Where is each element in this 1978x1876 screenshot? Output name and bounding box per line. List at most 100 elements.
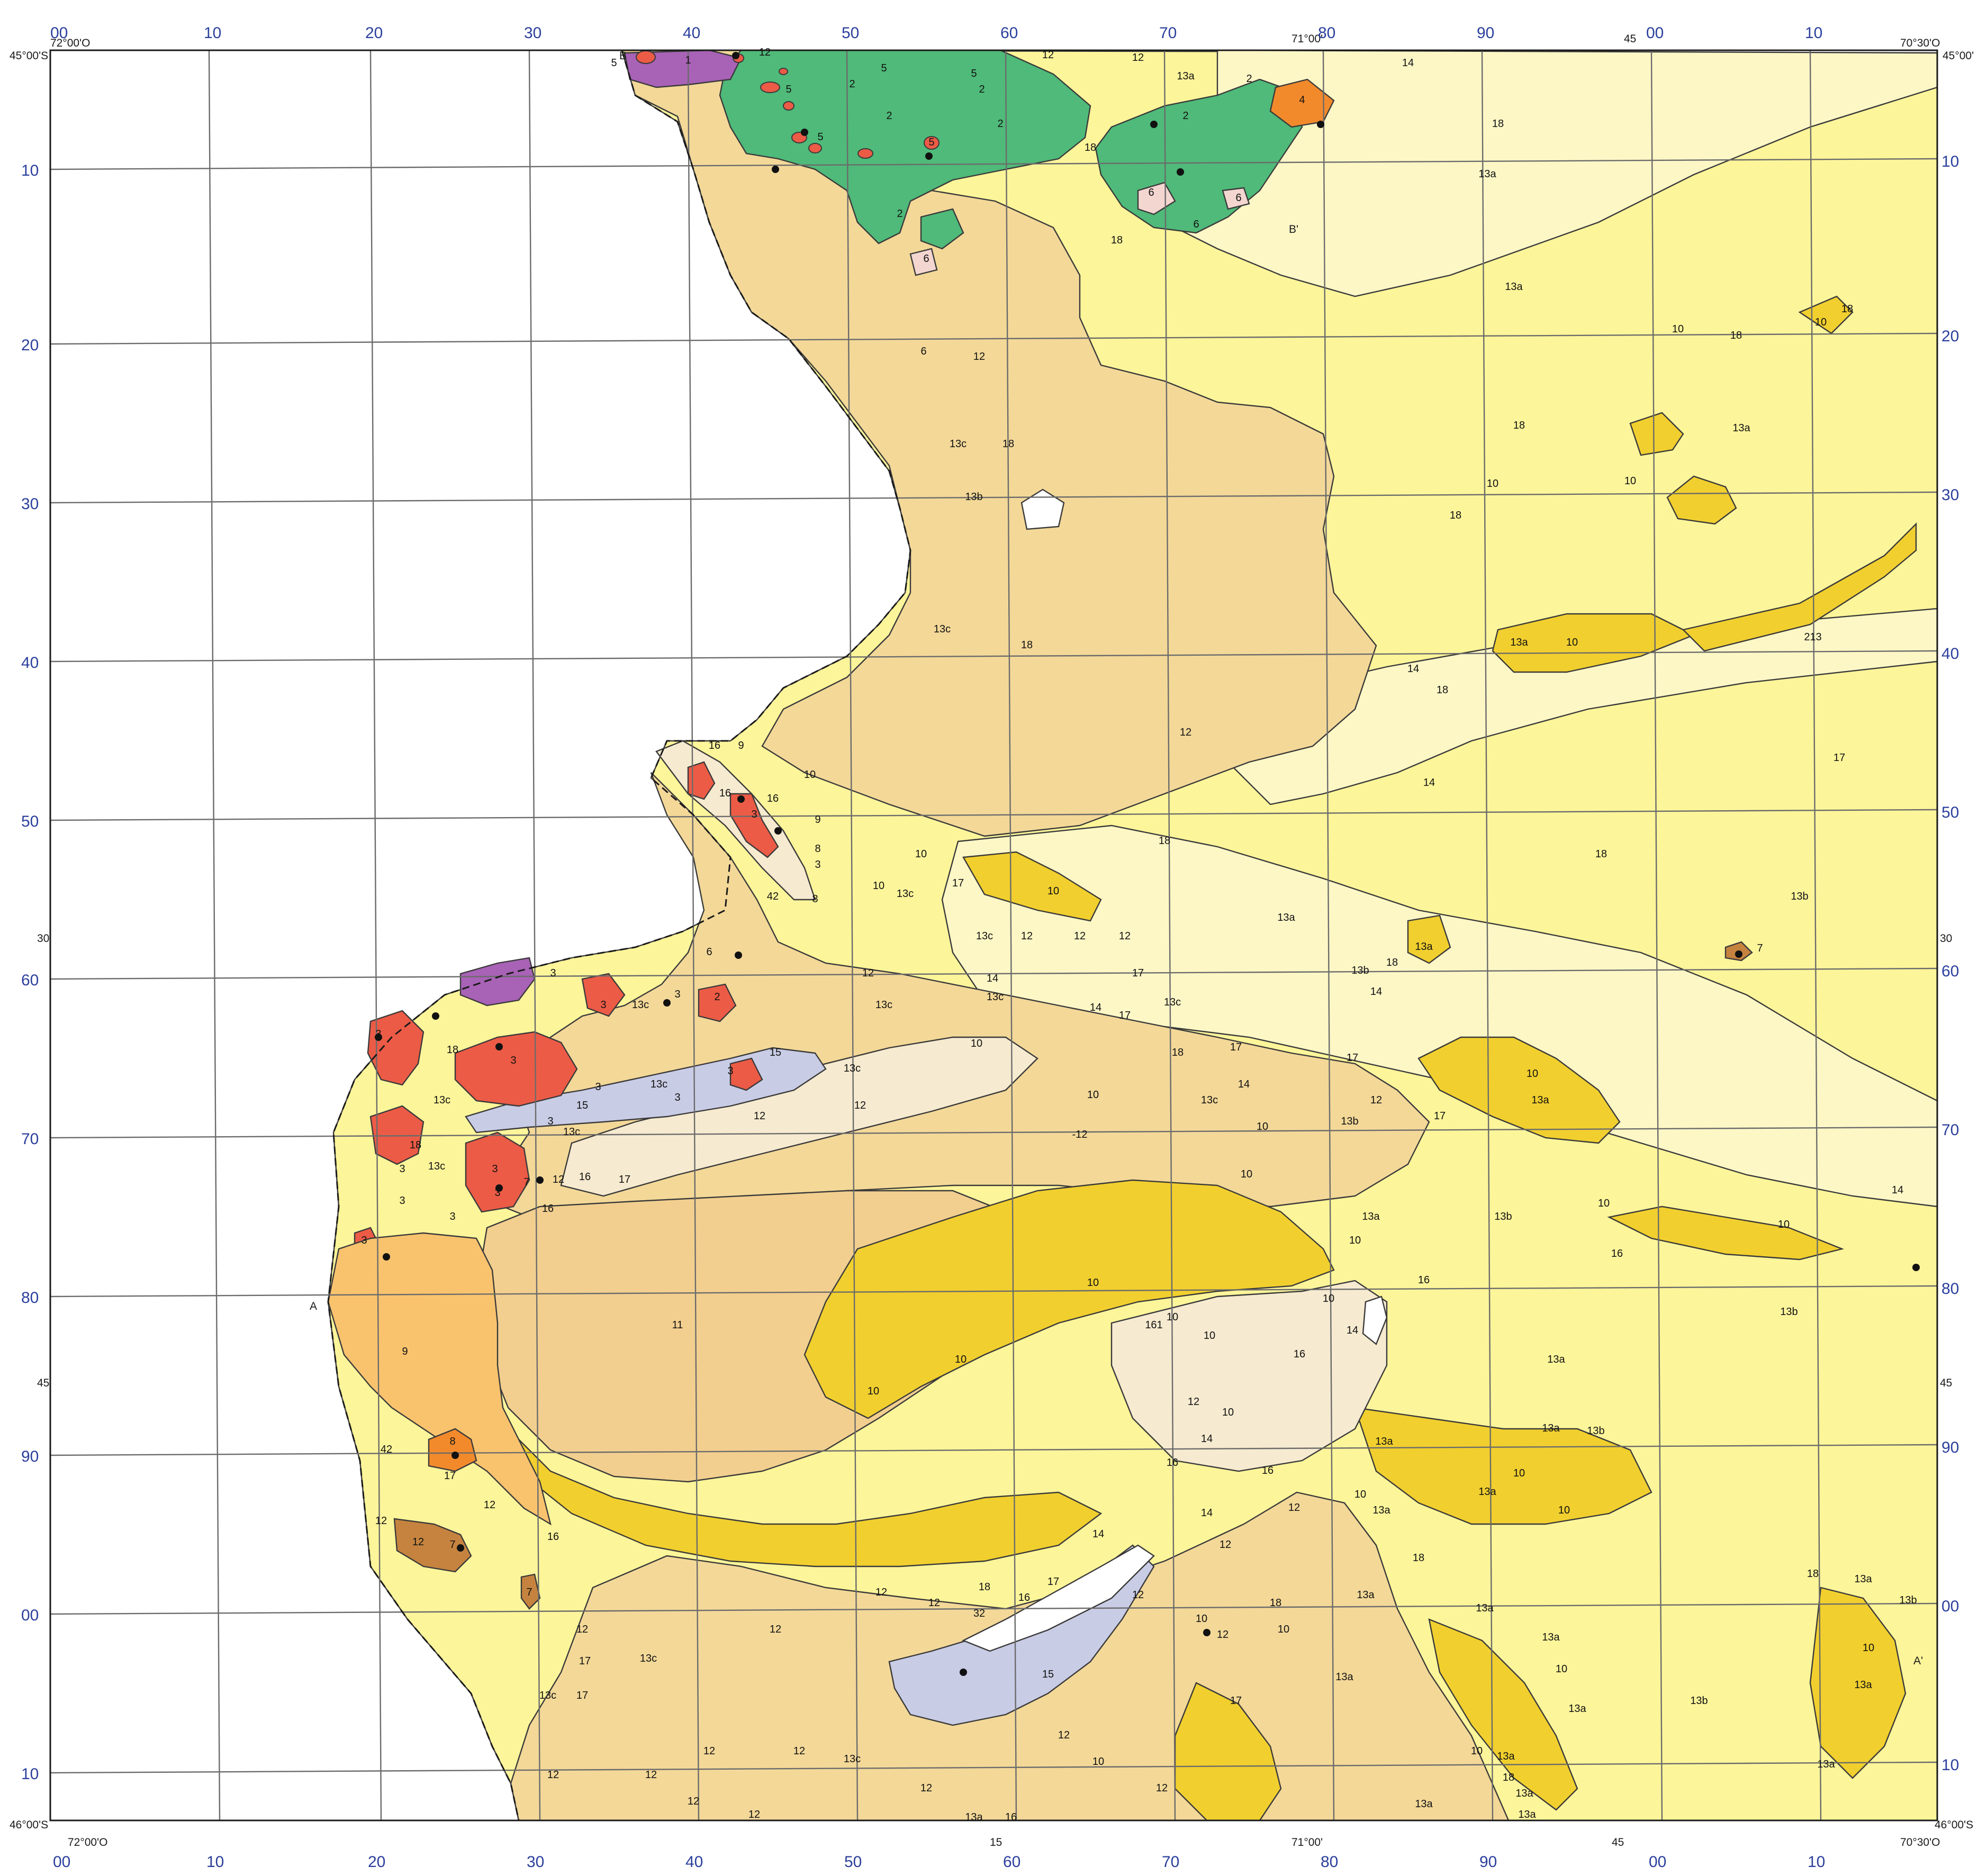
grid-label-left: 90	[21, 1448, 39, 1465]
tick-bottom-71: 71°00'	[1291, 1836, 1323, 1848]
coordinate-grid	[50, 50, 1938, 1821]
unit-label: 12	[759, 47, 771, 58]
unit-label: 17	[444, 1470, 456, 1482]
unit-label: 10	[915, 848, 927, 860]
unit-label: 14	[1090, 1002, 1101, 1013]
unit-label: 161	[1145, 1319, 1162, 1331]
unit-label: 10	[1672, 323, 1684, 335]
lake-3	[1362, 1295, 1388, 1345]
grid-parallel	[50, 1126, 1938, 1139]
unit-label: 12	[576, 1624, 588, 1635]
unit-label: 18	[1413, 1552, 1424, 1564]
grid-label-bottom: 80	[1321, 1853, 1338, 1871]
unit-label: 13a	[1505, 281, 1523, 293]
unit-label: 12	[688, 1796, 699, 1807]
unit-6-pink-3	[909, 248, 938, 276]
grid-label-left: 50	[21, 813, 39, 830]
grid-label-right: 80	[1941, 1280, 1959, 1298]
unit-label: 17	[1230, 1041, 1242, 1053]
unit-label: 18	[1437, 684, 1448, 696]
unit-label: 13a	[1415, 941, 1433, 953]
unit-10-gold-5	[1428, 1618, 1578, 1811]
unit-label: 42	[767, 891, 779, 902]
unit-label: 13a	[1476, 1602, 1494, 1614]
unit-label: 13b	[1899, 1594, 1917, 1606]
unit-label: 13a	[1375, 1436, 1393, 1447]
unit-label: 5	[881, 62, 887, 74]
grid-parallel	[50, 1285, 1938, 1298]
unit-label: 12	[875, 1587, 887, 1598]
section-point-a: A	[310, 1300, 317, 1312]
unit-label: 15	[576, 1100, 588, 1111]
unit-label: 13a	[1542, 1632, 1560, 1643]
unit-label: 12	[1156, 1782, 1168, 1794]
unit-label: 13a	[1854, 1679, 1872, 1691]
unit-label: 12	[1119, 930, 1131, 942]
unit-label: 3	[449, 1211, 455, 1222]
unit-label: 13a	[1568, 1703, 1586, 1715]
grid-label-top: 10	[204, 24, 221, 42]
unit-16-beige-east	[1110, 1280, 1388, 1472]
unit-label: 17	[1132, 967, 1144, 979]
lake-2	[962, 1544, 1155, 1652]
unit-label: 17	[576, 1690, 588, 1701]
unit-label: 16	[542, 1203, 554, 1215]
grid-label-right: 50	[1941, 804, 1959, 821]
unit-label: 10	[955, 1354, 967, 1365]
unit-label: 17	[1230, 1695, 1242, 1707]
unit-label: 13c	[632, 999, 649, 1011]
grid-label-top: 20	[365, 24, 383, 42]
unit-label: 32	[973, 1608, 985, 1619]
unit-label: 13a	[1518, 1809, 1536, 1820]
grid-parallel	[50, 491, 1938, 504]
grid-label-left: 20	[21, 337, 39, 354]
unit-label: 14	[1092, 1528, 1104, 1540]
unit-label: 9	[738, 740, 744, 751]
unit-label: 13c	[950, 438, 967, 450]
unit-label: 8	[812, 893, 818, 905]
unit-label: 18	[447, 1044, 458, 1056]
grid-label-left: 30	[21, 495, 39, 513]
grid-parallel	[50, 1444, 1938, 1456]
unit-label: 16	[1005, 1811, 1017, 1823]
unit-label: 13c	[433, 1094, 450, 1106]
grid-label-left: 10	[21, 162, 39, 179]
grid-label-top: 10	[1805, 24, 1822, 42]
unit-label: 10	[1471, 1745, 1483, 1757]
unit-label: 13c	[897, 888, 914, 900]
unit-label: 14	[1423, 777, 1435, 789]
unit-label: 14	[1402, 57, 1414, 69]
unit-10-gold-12	[1798, 295, 1854, 334]
unit-label: 6	[1235, 192, 1241, 204]
unit-label: 13a	[1277, 912, 1295, 923]
unit-label: 13c	[428, 1161, 445, 1172]
unit-label: 12	[1288, 1502, 1300, 1514]
unit-label: 18	[1111, 234, 1123, 246]
grid-label-top: 00	[1646, 24, 1664, 42]
unit-label: 10	[1047, 885, 1059, 897]
unit-label: 10	[1087, 1089, 1099, 1101]
unit-label: 12	[1042, 49, 1054, 61]
unit-label: 7	[449, 1539, 455, 1551]
grid-parallel	[50, 332, 1938, 345]
grid-meridian	[687, 50, 700, 1821]
unit-3-red-1	[367, 1010, 424, 1086]
grid-meridian	[208, 50, 221, 1821]
unit-label: 13a	[1547, 1354, 1565, 1365]
unit-label: 3	[727, 1065, 733, 1077]
section-point-b-prime: B'	[1289, 223, 1298, 235]
unit-label: 10	[1778, 1219, 1790, 1230]
grid-label-bottom: 10	[1808, 1853, 1825, 1871]
grid-label-bottom: 50	[844, 1853, 862, 1871]
unit-label: 10	[1278, 1624, 1289, 1635]
unit-label: 18	[1172, 1047, 1184, 1058]
unit-label: 5	[611, 57, 617, 69]
unit-label: 2	[1246, 73, 1252, 85]
grid-label-bottom: 10	[206, 1853, 224, 1871]
unit-label: 13c	[976, 930, 993, 942]
unit-3-red-6	[698, 983, 737, 1022]
unit-label: 13a	[1478, 1486, 1496, 1498]
grid-label-top: 00	[50, 24, 68, 42]
unit-label: 18	[1503, 1772, 1514, 1783]
